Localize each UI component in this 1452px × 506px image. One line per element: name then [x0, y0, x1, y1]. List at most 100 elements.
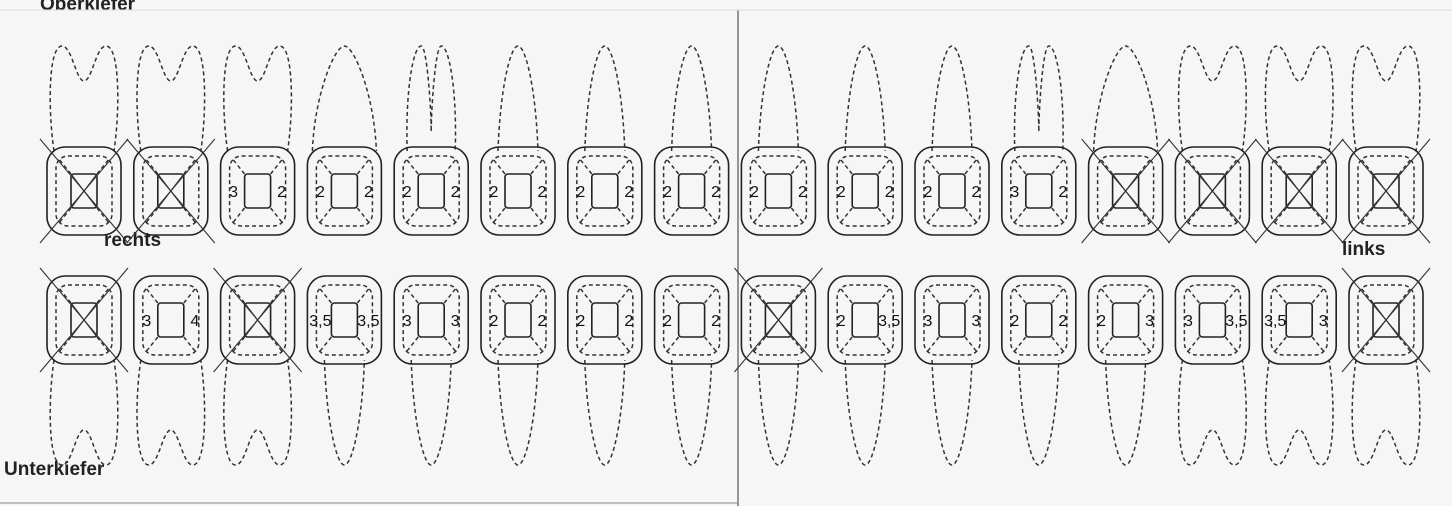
upper-surface-divider: [705, 159, 717, 174]
upper-surface-divider: [1052, 159, 1064, 174]
upper-surface-divider: [791, 208, 803, 223]
upper-value-right: 2: [1058, 184, 1067, 201]
lower-value-left: 3: [403, 313, 412, 330]
upper-surface-divider: [705, 208, 717, 223]
upper-value-right: 2: [624, 184, 633, 201]
upper-root-outline: [1352, 46, 1420, 151]
lower-surface-divider: [1139, 288, 1151, 303]
upper-value-left: 3: [1010, 184, 1019, 201]
upper-value-left: 2: [576, 184, 585, 201]
upper-value-right: 2: [711, 184, 720, 201]
upper-surface-divider: [618, 159, 630, 174]
upper-surface-divider: [406, 159, 418, 174]
upper-surface-divider: [878, 159, 890, 174]
upper-tooth: 32: [1002, 46, 1076, 235]
lower-occlusal-square: [1113, 303, 1139, 337]
lower-surface-divider: [271, 337, 283, 352]
upper-surface-divider: [791, 159, 803, 174]
lower-root-outline: [585, 360, 625, 465]
upper-value-left: 2: [490, 184, 499, 201]
lower-surface-divider: [705, 288, 717, 303]
lower-surface-divider: [1187, 288, 1199, 303]
lower-occlusal-square: [679, 303, 705, 337]
lower-root-outline: [1106, 360, 1146, 465]
upper-tooth: [40, 46, 128, 243]
lower-value-right: 2: [538, 313, 547, 330]
upper-root-outline: [932, 46, 972, 151]
lower-value-right: 3: [1145, 313, 1154, 330]
upper-value-left: 2: [924, 184, 933, 201]
lower-value-right: 3: [972, 313, 981, 330]
upper-surface-divider: [233, 159, 245, 174]
lower-surface-divider: [1101, 337, 1113, 352]
upper-surface-divider: [965, 159, 977, 174]
lower-surface-divider: [705, 337, 717, 352]
lower-value-left: 2: [490, 313, 499, 330]
lower-surface-divider: [97, 288, 109, 303]
upper-tooth: 22: [741, 46, 815, 235]
upper-tooth: 22: [655, 46, 729, 235]
upper-surface-divider: [1361, 208, 1373, 223]
upper-surface-divider: [59, 208, 71, 223]
lower-occlusal-square: [505, 303, 531, 337]
lower-value-left: 3,5: [1264, 313, 1286, 330]
lower-root-outline: [1019, 360, 1059, 465]
lower-tooth: [40, 268, 128, 465]
lower-tooth: 23,5: [828, 276, 902, 465]
upper-surface-divider: [580, 208, 592, 223]
lower-value-right: 2: [711, 313, 720, 330]
upper-surface-divider: [1101, 208, 1113, 223]
upper-surface-divider: [1139, 208, 1151, 223]
lower-tooth: 33: [394, 276, 468, 465]
lower-root-outline: [932, 360, 972, 465]
upper-value-left: 2: [837, 184, 846, 201]
upper-tooth: [1342, 46, 1430, 243]
upper-tooth: [1082, 46, 1170, 243]
lower-surface-divider: [965, 288, 977, 303]
lower-tooth: 33: [915, 276, 989, 465]
lower-tooth: 22: [655, 276, 729, 465]
lower-tooth: 22: [481, 276, 555, 465]
upper-root-outline: [407, 46, 456, 151]
upper-surface-divider: [618, 208, 630, 223]
lower-surface-divider: [791, 337, 803, 352]
upper-occlusal-square: [679, 174, 705, 208]
upper-surface-divider: [1361, 159, 1373, 174]
upper-surface-divider: [1187, 208, 1199, 223]
upper-tooth: 22: [307, 46, 381, 235]
upper-occlusal-square: [852, 174, 878, 208]
upper-value-left: 3: [229, 184, 238, 201]
lower-surface-divider: [531, 337, 543, 352]
lower-root-outline: [845, 360, 885, 465]
upper-root-outline: [845, 46, 885, 151]
lower-value-right: 3: [1319, 313, 1328, 330]
upper-surface-divider: [444, 208, 456, 223]
upper-surface-divider: [927, 208, 939, 223]
upper-tooth: [1168, 46, 1256, 243]
lower-root-outline: [137, 360, 205, 465]
upper-surface-divider: [1312, 208, 1324, 223]
upper-surface-divider: [753, 159, 765, 174]
lower-surface-divider: [59, 288, 71, 303]
upper-occlusal-square: [765, 174, 791, 208]
lower-value-left: 2: [1097, 313, 1106, 330]
upper-root-outline: [1179, 46, 1247, 151]
upper-occlusal-square: [245, 174, 271, 208]
lower-surface-divider: [271, 288, 283, 303]
lower-surface-divider: [319, 288, 331, 303]
lower-value-right: 3,5: [1225, 313, 1247, 330]
lower-surface-divider: [618, 337, 630, 352]
lower-value-right: 2: [1058, 313, 1067, 330]
upper-surface-divider: [840, 208, 852, 223]
upper-surface-divider: [927, 159, 939, 174]
lower-surface-divider: [1014, 288, 1026, 303]
upper-surface-divider: [59, 159, 71, 174]
lower-tooth: [734, 268, 822, 465]
lower-root-outline: [50, 360, 118, 465]
lower-root-outline: [1179, 360, 1247, 465]
lower-occlusal-square: [592, 303, 618, 337]
lower-root-outline: [758, 360, 798, 465]
lower-surface-divider: [319, 337, 331, 352]
